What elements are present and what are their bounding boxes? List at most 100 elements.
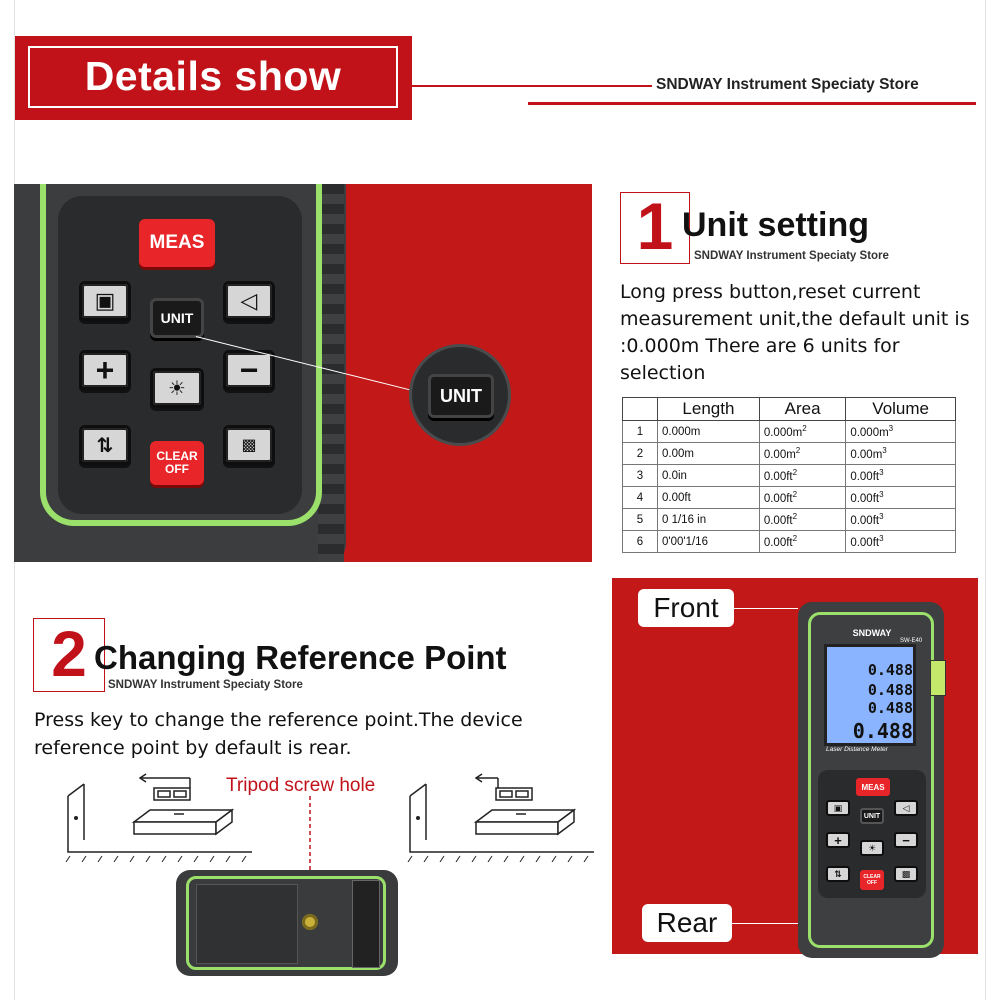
page-title: Details show [84, 53, 342, 99]
length-cell: 0.0in [657, 464, 760, 487]
cube-icon: ▣ [94, 288, 116, 313]
minus-icon: − [239, 351, 259, 388]
section2-number: 2 [51, 618, 87, 690]
area-cell: 0.00m2 [758, 442, 847, 465]
light-key: ☀ [150, 368, 204, 408]
length-cell: 0.00ft [657, 486, 760, 509]
tripod-hole-icon [302, 914, 318, 930]
section1-title: Unit setting [682, 206, 869, 244]
header-length: Length [657, 397, 760, 421]
frame-right [985, 0, 986, 1000]
header-index [622, 397, 658, 421]
table-row: 1 0.000m 0.000m2 0.000m3 [622, 420, 956, 443]
reference-diagram-front [65, 773, 252, 863]
volume-cell: 0.00m3 [845, 442, 956, 465]
table-row: 6 0'00'1/16 0.00ft2 0.00ft3 [622, 530, 956, 553]
area-cell: 0.00ft2 [758, 508, 847, 531]
row-index: 1 [622, 420, 658, 443]
section1-number-box [620, 192, 690, 264]
mini-unit-key: UNIT [860, 808, 884, 824]
tripod-hole-label: Tripod screw hole [226, 775, 376, 796]
mini-memory-key: ▩ [894, 866, 918, 882]
device-subtitle: Laser Distance Meter [826, 746, 888, 753]
lcd-reading-main: 0.488 [852, 719, 913, 743]
mini-reference-key: ⇅ [826, 866, 850, 882]
area-cell: 0.000m2 [758, 420, 847, 443]
section1-number: 1 [636, 189, 674, 263]
lcd-reading-2: 0.488 [867, 681, 913, 699]
memory-icon: ▩ [241, 437, 257, 454]
volume-cell: 0.00ft3 [845, 508, 956, 531]
length-cell: 0'00'1/16 [657, 530, 760, 553]
section2-description: Press key to change the reference point.… [34, 709, 523, 759]
unit-table: Length Area Volume 1 0.000m 0.000m2 0.00… [622, 397, 956, 553]
section2-number-box [33, 618, 105, 692]
volume-cell: 0.000m3 [845, 420, 956, 443]
section1-store: SNDWAY Instrument Speciaty Store [694, 250, 889, 262]
length-cell: 0.000m [657, 420, 760, 443]
lcd-screen: 0.488 0.488 0.488 0.488 [824, 644, 916, 746]
mini-plus-key: + [826, 832, 850, 848]
volume-cell: 0.00ft3 [845, 464, 956, 487]
table-row: 3 0.0in 0.00ft2 0.00ft3 [622, 464, 956, 487]
table-row: 4 0.00ft 0.00ft2 0.00ft3 [622, 486, 956, 509]
bubble-level [930, 660, 946, 696]
angle-key: ◁ [223, 281, 275, 321]
row-index: 5 [622, 508, 658, 531]
row-index: 4 [622, 486, 658, 509]
lcd-reading-1: 0.488 [867, 661, 913, 679]
clear-label: CLEAR [156, 449, 198, 463]
area-cell: 0.00ft2 [758, 486, 847, 509]
mini-meas-key: MEAS [856, 778, 890, 796]
bulb-icon: ☀ [168, 377, 186, 400]
area-key: ▣ [79, 281, 131, 321]
mini-minus-key: − [894, 832, 918, 848]
device-back-label [352, 880, 380, 968]
mini-angle-key: ◁ [894, 800, 918, 816]
section1-description: Long press button,reset current measurem… [620, 281, 970, 384]
reference-key: ⇅ [79, 425, 131, 465]
rear-pointer-line [732, 923, 798, 924]
unit-key-zoomed: UNIT [428, 374, 494, 418]
row-index: 2 [622, 442, 658, 465]
row-index: 3 [622, 464, 658, 487]
volume-cell: 0.00ft3 [845, 486, 956, 509]
header-store-name: SNDWAY Instrument Speciaty Store [656, 76, 919, 93]
section2-title: Changing Reference Point [94, 639, 507, 676]
memory-key: ▩ [223, 425, 275, 465]
section2-store: SNDWAY Instrument Speciaty Store [108, 679, 303, 691]
mini-clear-key: CLEAR OFF [860, 870, 884, 890]
plus-icon: + [95, 351, 115, 388]
meas-key: MEAS [139, 219, 215, 267]
header-banner-border [28, 46, 398, 108]
minus-key: − [223, 350, 275, 390]
table-row: 2 0.00m 0.00m2 0.00m3 [622, 442, 956, 465]
off-label: OFF [165, 462, 189, 476]
rear-label: Rear [642, 904, 732, 942]
device-model: SW-E40 [900, 638, 923, 644]
front-pointer-line [734, 608, 798, 609]
device-green-rim [40, 184, 322, 526]
header-area: Area [758, 397, 847, 421]
header-volume: Volume [845, 397, 956, 421]
reference-diagram-rear [407, 773, 594, 863]
device-brand: SNDWAY [852, 628, 892, 638]
unit-key: UNIT [150, 298, 204, 338]
header-underline [528, 102, 976, 105]
table-row: 5 0 1/16 in 0.00ft2 0.00ft3 [622, 508, 956, 531]
unit-table-header: Length Area Volume [622, 397, 956, 421]
triangle-icon: ◁ [240, 288, 258, 313]
mini-area-key: ▣ [826, 800, 850, 816]
header-rule [412, 85, 652, 87]
reference-point-icon: ⇅ [96, 434, 114, 457]
mini-light-key: ☀ [860, 840, 884, 856]
front-label: Front [638, 589, 734, 627]
device-front-keypad: MEAS ▣ UNIT ◁ + ☀ − ⇅ CLEAR OFF ▩ [818, 770, 926, 898]
battery-cover [196, 884, 298, 964]
length-cell: 0.00m [657, 442, 760, 465]
area-cell: 0.00ft2 [758, 530, 847, 553]
volume-cell: 0.00ft3 [845, 530, 956, 553]
length-cell: 0 1/16 in [657, 508, 760, 531]
device-front-rim [808, 612, 934, 948]
